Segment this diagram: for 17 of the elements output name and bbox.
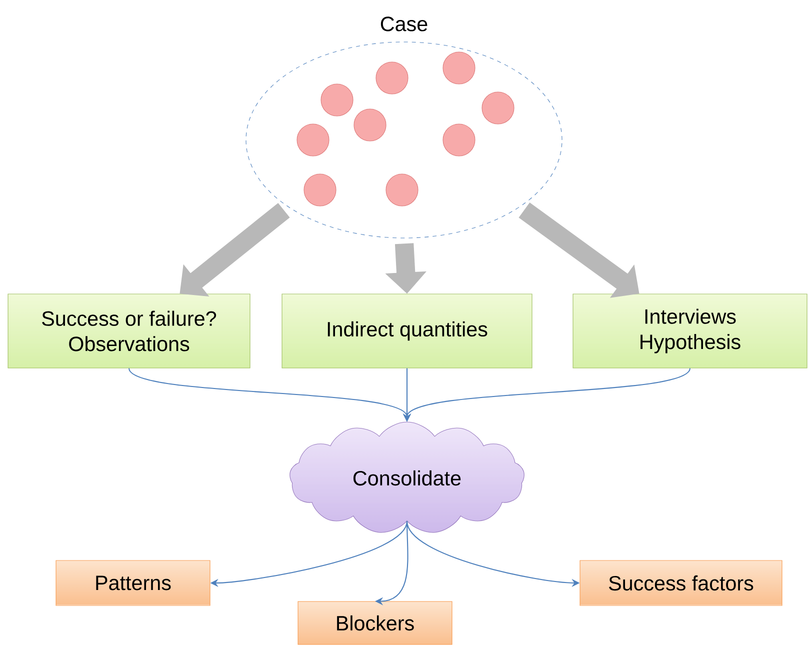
consolidate-cloud: Consolidate — [290, 422, 524, 533]
circle — [386, 174, 418, 206]
circle — [354, 108, 386, 142]
process-box: Interviews Hypothesis — [572, 294, 808, 368]
circle — [442, 52, 476, 84]
circle — [442, 124, 476, 156]
circle — [482, 92, 514, 124]
circle — [320, 84, 354, 116]
outcome-box: Success factors — [580, 560, 782, 606]
process-box: Indirect quantities — [282, 294, 532, 368]
circle — [304, 174, 336, 206]
outcome-box: Patterns — [56, 560, 210, 606]
circle — [296, 124, 330, 156]
process-box: Success or failure? Observations — [8, 294, 250, 368]
outcome-box: Blockers — [298, 601, 452, 645]
circle — [376, 62, 408, 94]
node-label: Case — [380, 16, 428, 32]
